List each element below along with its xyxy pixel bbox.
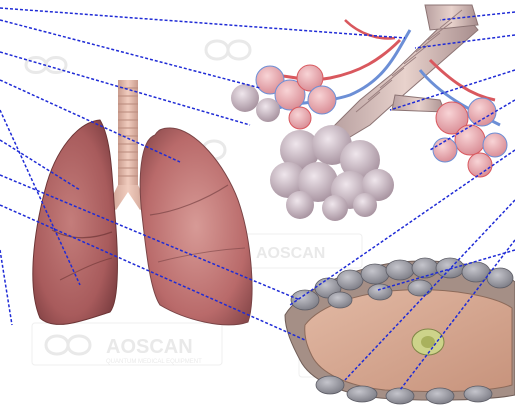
leader-line bbox=[0, 8, 405, 38]
leader-line bbox=[0, 250, 12, 325]
left-lung bbox=[33, 120, 118, 324]
alveolar-wall-illustration bbox=[285, 258, 515, 404]
alveoli-cluster-right bbox=[433, 98, 507, 177]
bronchiole-alveoli-illustration bbox=[231, 5, 507, 221]
leader-line bbox=[0, 20, 260, 88]
watermark-brand: AOSCAN bbox=[106, 336, 193, 358]
alveolar-sac-cluster bbox=[270, 125, 394, 221]
svg-text:AOSCAN: AOSCAN bbox=[256, 245, 325, 262]
right-lung bbox=[140, 128, 252, 325]
watermark-tagline: QUANTUM MEDICAL EQUIPMENT bbox=[106, 359, 202, 365]
